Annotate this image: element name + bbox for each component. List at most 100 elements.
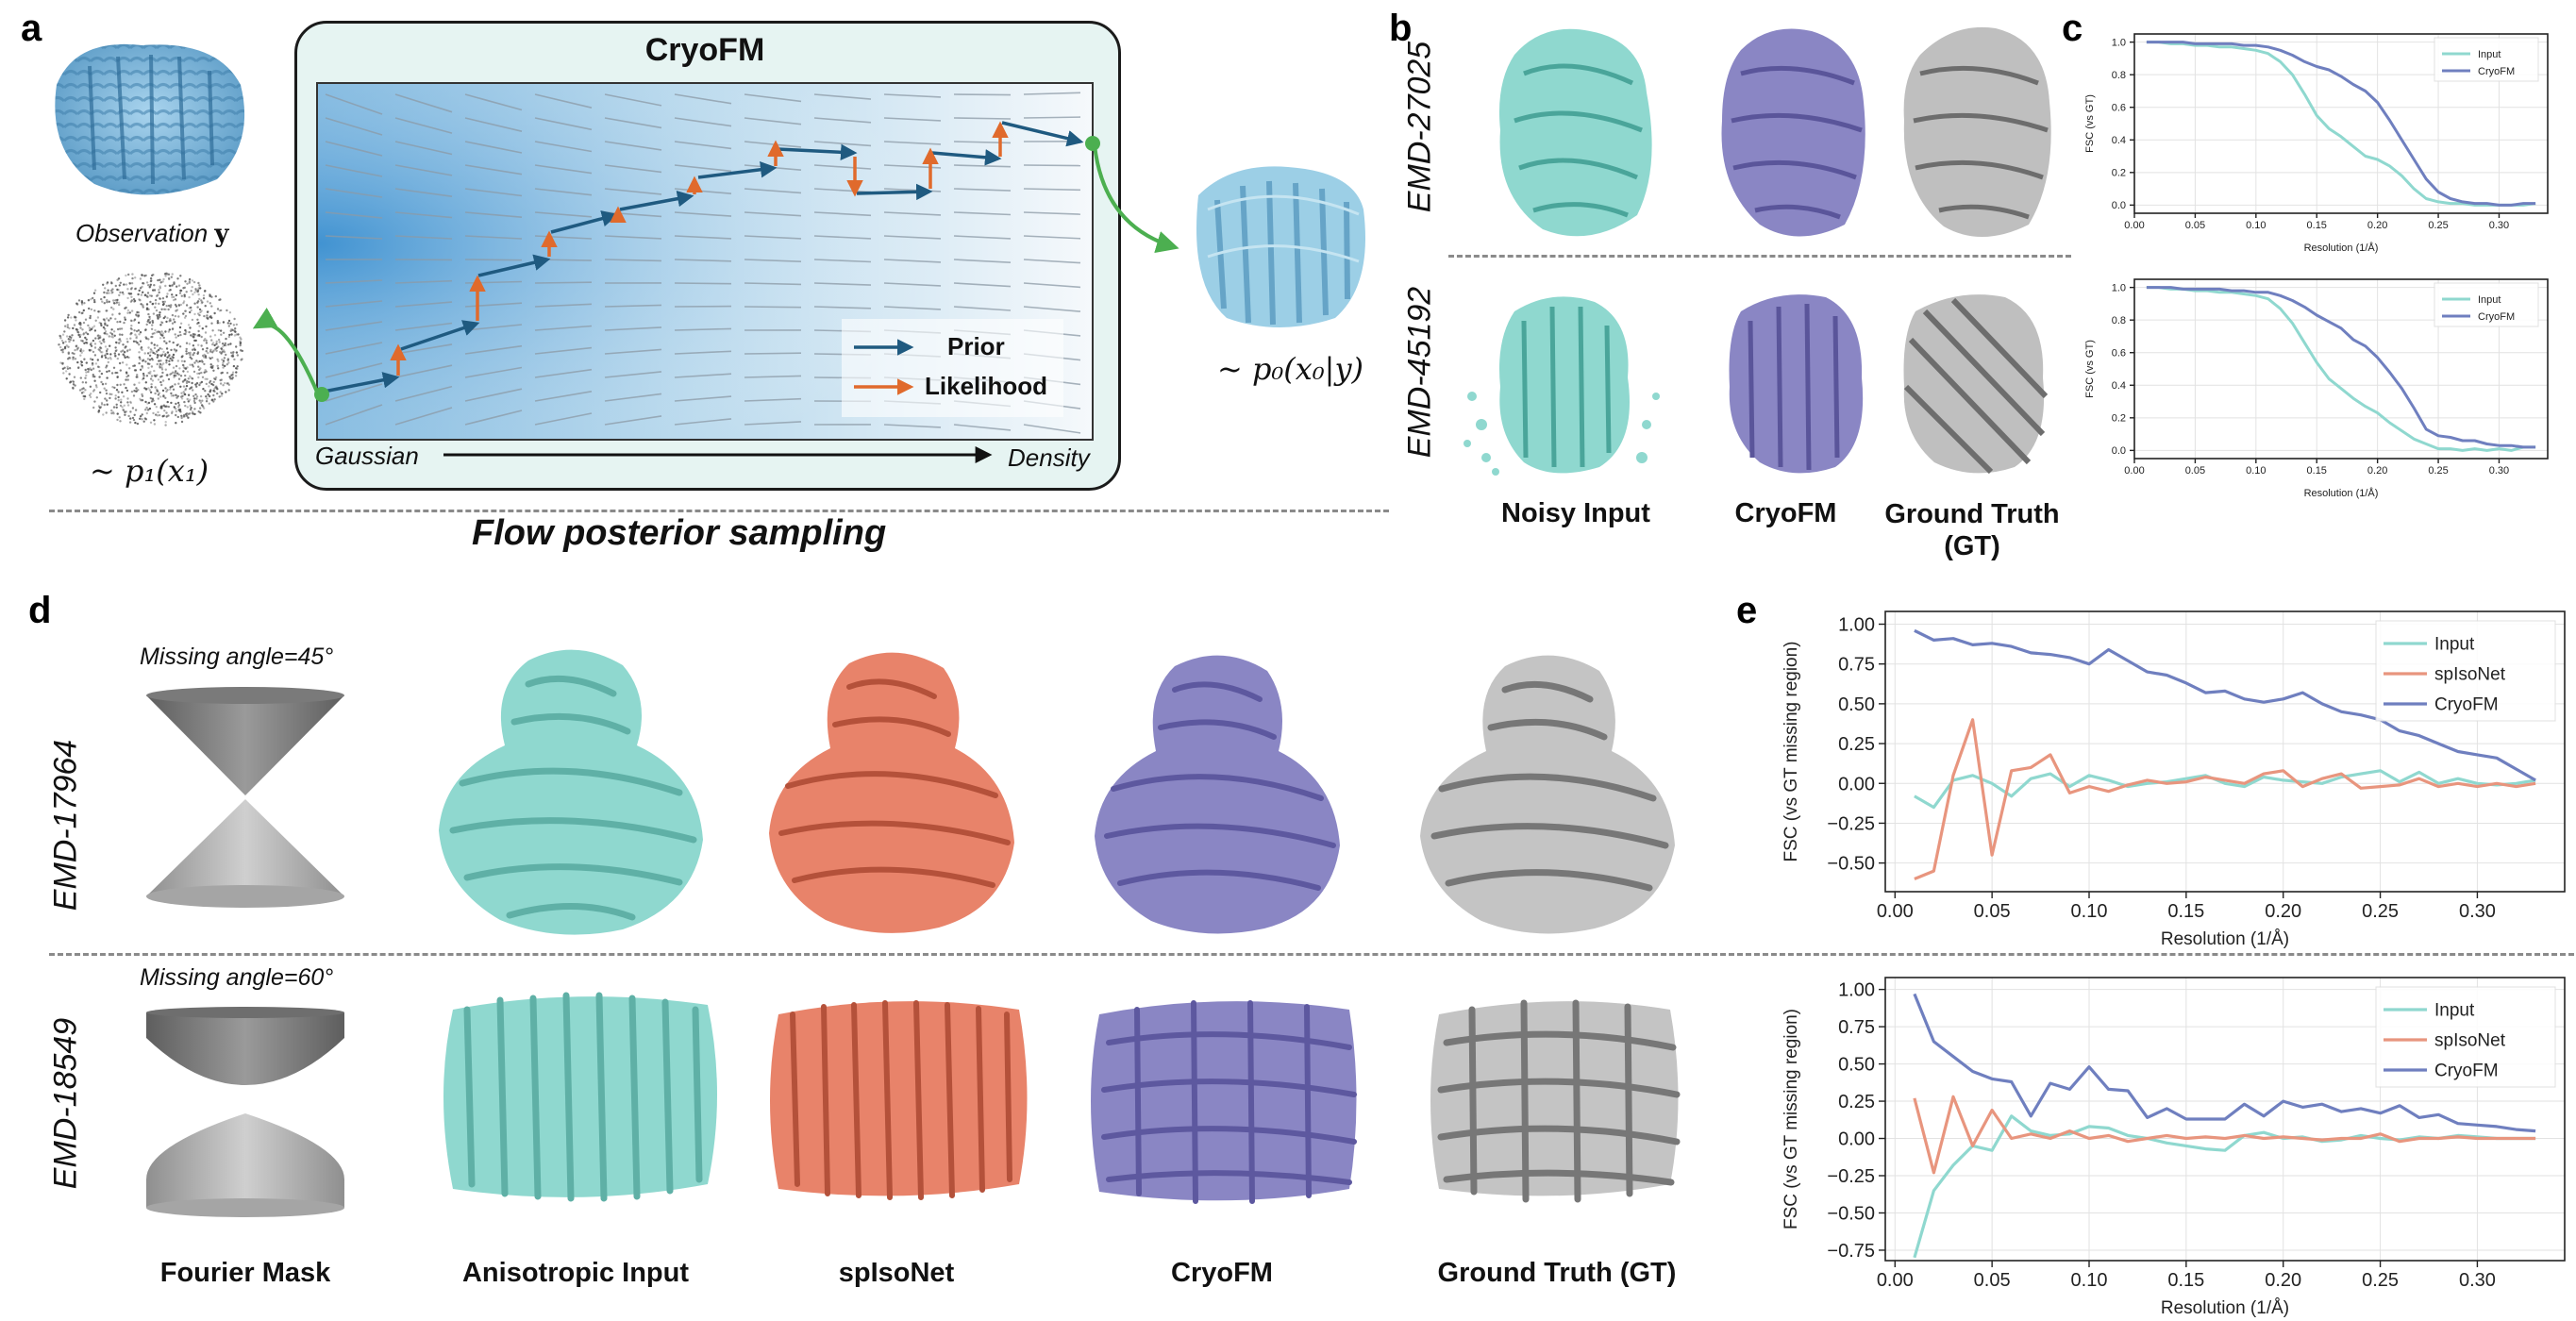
- col-label-cryofm: CryoFM: [1734, 498, 1837, 528]
- density-d2-spisonet: [770, 1000, 1028, 1200]
- series-line-cryofm: [1914, 628, 2536, 782]
- density-d2-gt: [1430, 999, 1681, 1203]
- y-tick-label: −0.25: [1827, 1166, 1875, 1187]
- x-tick-label: 0.20: [2367, 220, 2387, 231]
- col-label-gt-line2: (GT): [1944, 531, 2000, 561]
- y-tick-label: 0.8: [2112, 70, 2126, 81]
- y-tick-label: 0.2: [2112, 413, 2126, 425]
- density-b2-input: [1464, 296, 1660, 476]
- legend-label-input: Input: [2478, 49, 2501, 60]
- x-tick-label: 0.15: [2167, 1270, 2204, 1291]
- y-tick-label: −0.50: [1827, 1203, 1875, 1224]
- y-tick-label: 0.2: [2112, 168, 2126, 179]
- x-tick-label: 0.05: [1974, 1270, 2011, 1291]
- col-label-gt-line1: Ground Truth: [1884, 499, 2060, 529]
- x-tick-label: 0.30: [2459, 901, 2496, 922]
- density-b2-cryofm: [1729, 294, 1864, 474]
- y-tick-label: 0.00: [1838, 774, 1875, 794]
- fourier-mask-60: [146, 1007, 344, 1217]
- x-tick-label: 0.00: [1877, 1270, 1914, 1291]
- x-axis-label: Resolution (1/Å): [2304, 487, 2379, 499]
- x-tick-label: 0.00: [2124, 220, 2144, 231]
- density-d1-gt: [1420, 655, 1675, 934]
- gaussian-noise-image: [58, 272, 244, 426]
- posterior-density-image: [1196, 166, 1365, 327]
- panel-label-d: d: [28, 590, 52, 631]
- row-label-emd-45192: EMD-45192: [1401, 286, 1438, 459]
- x-tick-label: 0.05: [2185, 220, 2205, 231]
- panel-label-e: e: [1736, 590, 1758, 631]
- x-tick-label: 0.25: [2428, 220, 2448, 231]
- x-tick-label: 0.15: [2307, 220, 2327, 231]
- legend-label-cryofm: CryoFM: [2478, 66, 2515, 77]
- legend-label-input: Input: [2434, 635, 2475, 655]
- panel-label-a: a: [21, 8, 42, 49]
- density-b1-cryofm: [1721, 28, 1865, 237]
- panel-b-divider: [1448, 255, 2071, 258]
- density-b1-input: [1499, 28, 1652, 237]
- row-label-emd-17964: EMD-17964: [47, 739, 84, 911]
- y-tick-label: 0.4: [2112, 380, 2126, 392]
- density-b1-gt: [1903, 26, 2051, 238]
- y-axis-label: FSC (vs GT missing region): [1781, 641, 1801, 861]
- plot-frame: [2133, 278, 2549, 460]
- y-tick-label: 0.75: [1838, 655, 1875, 676]
- x-tick-label: 0.25: [2428, 465, 2448, 477]
- series-line-input: [2146, 286, 2536, 452]
- y-tick-label: 0.0: [2112, 445, 2126, 457]
- panel-label-b: b: [1389, 8, 1413, 49]
- y-tick-label: 0.00: [1838, 1129, 1875, 1150]
- y-tick-label: 1.0: [2112, 282, 2126, 293]
- col-label-spisonet: spIsoNet: [838, 1258, 955, 1288]
- y-tick-label: 0.50: [1838, 1055, 1875, 1076]
- series-line-cryofm: [2146, 41, 2536, 207]
- series-line-input: [1914, 769, 2536, 810]
- y-tick-label: −0.50: [1827, 854, 1875, 875]
- series-line-spisonet: [1913, 1095, 2536, 1175]
- legend-label-input: Input: [2434, 1001, 2475, 1021]
- x-tick-label: 0.00: [2124, 465, 2144, 477]
- panel-label-c: c: [2062, 8, 2083, 49]
- plot-frame: [1884, 977, 2566, 1262]
- x-tick-label: 0.00: [1877, 901, 1914, 922]
- density-d2-input: [443, 992, 717, 1202]
- x-tick-label: 0.15: [2307, 465, 2327, 477]
- y-tick-label: 0.6: [2112, 103, 2126, 114]
- y-tick-label: 0.8: [2112, 315, 2126, 326]
- x-axis-label: Resolution (1/Å): [2161, 1298, 2289, 1317]
- x-tick-label: 0.30: [2489, 220, 2509, 231]
- density-d1-cryofm: [1095, 655, 1340, 934]
- x-tick-label: 0.10: [2246, 220, 2266, 231]
- x-tick-label: 0.20: [2265, 1270, 2301, 1291]
- legend-label-cryofm: CryoFM: [2478, 311, 2515, 323]
- legend-label-cryofm: CryoFM: [2434, 695, 2499, 715]
- mask-label-60: Missing angle=60°: [140, 964, 334, 991]
- x-axis-label: Resolution (1/Å): [2161, 929, 2289, 948]
- col-label-cryofm-d: CryoFM: [1171, 1258, 1273, 1288]
- legend-label-input: Input: [2478, 294, 2501, 306]
- prior-arrows: [323, 121, 1084, 393]
- y-axis-label: FSC (vs GT missing region): [1781, 1009, 1801, 1229]
- x-tick-label: 0.10: [2071, 901, 2108, 922]
- x-tick-label: 0.05: [2185, 465, 2205, 477]
- observation-label: Observation: [75, 219, 209, 247]
- prior-distribution-label: ~ p₁(x₁): [90, 453, 209, 489]
- x-tick-label: 0.05: [1974, 901, 2011, 922]
- y-tick-label: 0.6: [2112, 348, 2126, 360]
- series-line-spisonet: [1914, 718, 2536, 880]
- legend-label-spisonet: spIsoNet: [2434, 1031, 2506, 1051]
- y-tick-label: 1.00: [1838, 615, 1875, 636]
- x-tick-label: 0.25: [2362, 1270, 2399, 1291]
- y-tick-label: −0.75: [1827, 1241, 1875, 1262]
- density-b2-gt: [1903, 294, 2049, 475]
- posterior-distribution-label: ~ p₀(x₀|y): [1217, 351, 1363, 387]
- plot-frame: [1884, 610, 2566, 893]
- density-d1-spisonet: [769, 652, 1014, 933]
- y-tick-label: 0.4: [2112, 135, 2126, 146]
- legend-likelihood: Likelihood: [925, 372, 1047, 400]
- y-axis-label: FSC (vs GT): [2084, 94, 2096, 153]
- x-tick-label: 0.10: [2246, 465, 2266, 477]
- y-tick-label: 1.00: [1838, 980, 1875, 1001]
